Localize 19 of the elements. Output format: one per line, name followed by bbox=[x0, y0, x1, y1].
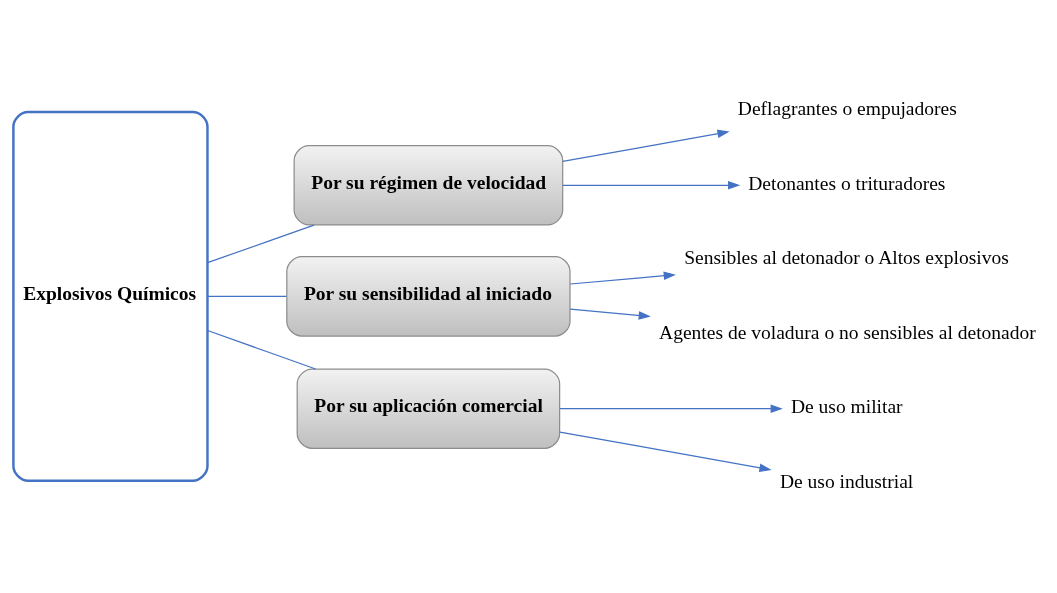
arrow bbox=[559, 430, 772, 472]
connector bbox=[207, 329, 317, 370]
node-text: Deflagrantes o empujadores bbox=[737, 97, 957, 119]
node-text: De uso militar bbox=[790, 395, 903, 417]
node-text: De uso industrial bbox=[779, 470, 914, 492]
connector bbox=[207, 224, 315, 263]
node-box: Explosivos Químicos bbox=[12, 110, 209, 482]
arrow bbox=[562, 180, 741, 190]
node-text: Agentes de voladura o no sensibles al detonador bbox=[659, 321, 1036, 343]
connector bbox=[207, 295, 287, 297]
node-text: Sensibles al detonador o Altos explosivos bbox=[684, 246, 1009, 268]
node-box: Por su sensibilidad al iniciado bbox=[286, 255, 571, 337]
arrow bbox=[559, 403, 783, 413]
arrow bbox=[569, 271, 676, 285]
node-box: Por su aplicación comercial bbox=[296, 367, 561, 449]
node-box: Por su régimen de velocidad bbox=[293, 144, 564, 226]
arrow bbox=[562, 129, 730, 162]
node-text: Detonantes o trituradores bbox=[748, 172, 946, 194]
arrow bbox=[569, 308, 651, 320]
